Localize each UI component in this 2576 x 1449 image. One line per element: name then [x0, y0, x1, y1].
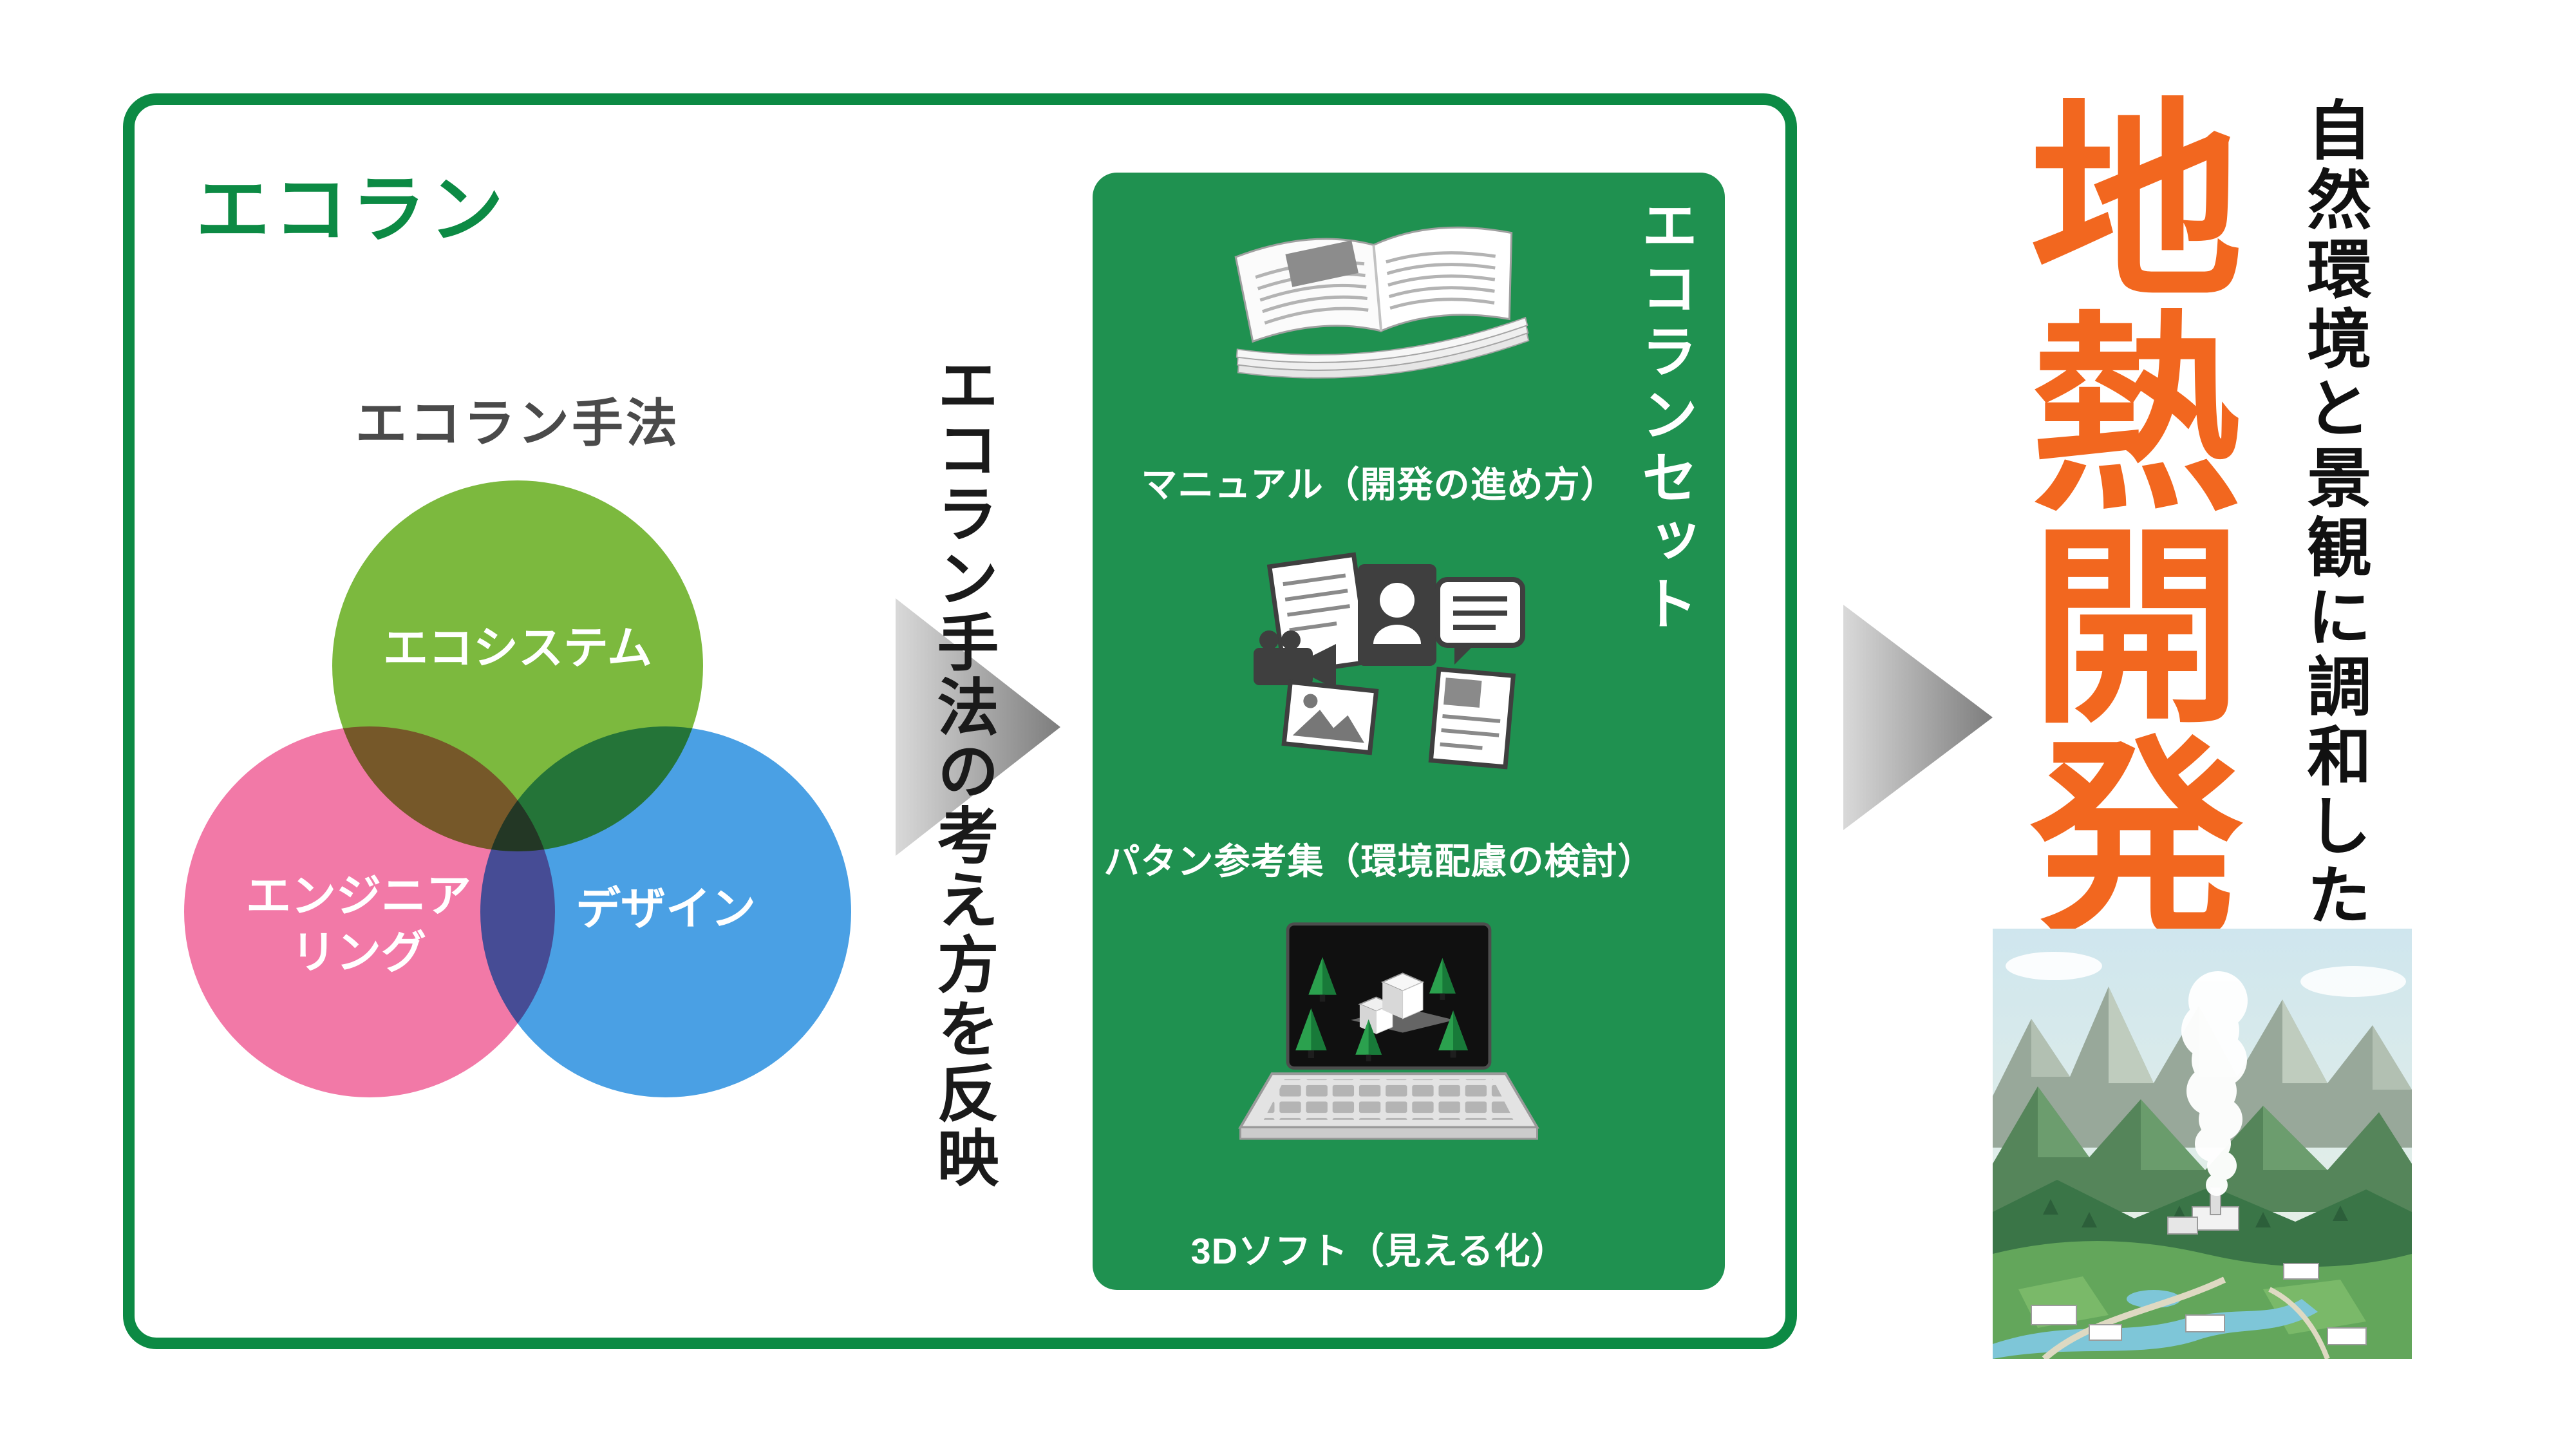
venn-label-engineering: エンジニア リング [246, 871, 471, 978]
manual-book-icon [1234, 226, 1530, 379]
venn-label-ecosystem: エコシステム [383, 623, 652, 673]
venn-heading: エコラン手法 [355, 395, 680, 452]
venn-label-design: デザイン [576, 884, 756, 934]
video-camera-glyph [1254, 630, 1336, 689]
result-headline: 地熱開発 [1999, 90, 2237, 940]
cube-glyph [1358, 972, 1425, 1035]
result-lead-text: 自然環境と景観に調和した [2297, 97, 2369, 931]
ecoran-title: エコラン [196, 169, 508, 251]
manual-caption: マニュアル（開発の進め方） [1141, 464, 1617, 505]
ecoran-set-title: エコランセット [1633, 196, 1697, 638]
ecoran-set-panel: エコランセット [1093, 173, 1725, 1290]
list-bubble-glyph [1435, 577, 1525, 665]
flow-arrow-label: エコラン手法の考え方を反映 [928, 353, 997, 1190]
geothermal-landscape-illustration [1993, 929, 2412, 1359]
result-arrow-icon [1843, 605, 1993, 830]
venn-circle-design [480, 726, 851, 1097]
pattern-reference-caption: パタン参考集（環境配慮の検討） [1104, 841, 1655, 882]
3d-software-caption: 3Dソフト（見える化） [1190, 1231, 1568, 1271]
ecoran-box: エコラン エコラン手法 エコシステム エンジニア リング デザイン エコラン手法… [123, 93, 1797, 1349]
tree-glyphs [1295, 957, 1468, 1062]
pattern-reference-icon [1254, 552, 1525, 770]
laptop-3d-icon [1238, 922, 1539, 1140]
venn-diagram: エコシステム エンジニア リング デザイン [135, 105, 1036, 1338]
